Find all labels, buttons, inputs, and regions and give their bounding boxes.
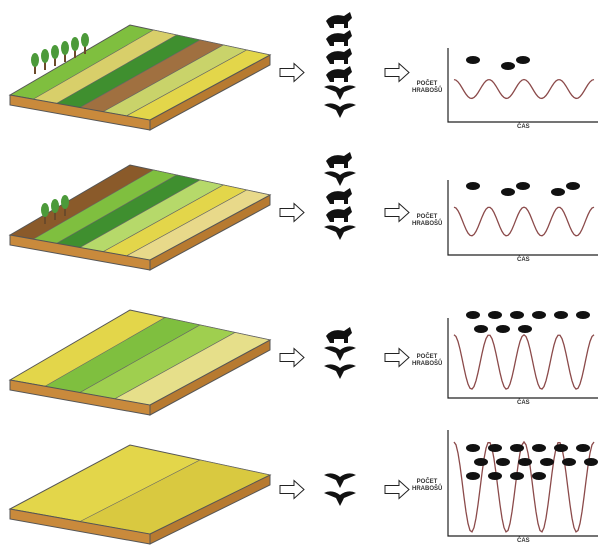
vole-icon [566,182,580,190]
vole-icon [554,311,568,319]
y-axis-label-line1: POČET [416,213,438,220]
y-axis-label-line1: POČET [416,354,438,360]
vole-icon [474,458,488,466]
vole-icon [540,458,554,466]
vole-icon [466,182,480,190]
y-axis-label-line2: HRABOŠŮ [412,361,443,367]
vole-icon [488,311,502,319]
vole-icon [466,311,480,319]
vole-population-curve [453,333,595,390]
vole-icon [496,325,510,333]
tree-crown [41,49,49,63]
vole-icon [488,472,502,480]
arrow-to-predators-icon [279,479,305,500]
kestrel-silhouette-icon [324,85,356,100]
vole-icon [518,325,532,333]
x-axis-label: ČAS [517,257,530,263]
monoculture-landscape [8,430,598,545]
vole-icon [576,444,590,452]
vole-icon [551,188,565,196]
tree-crown [51,199,59,213]
vole-icon [510,444,524,452]
vole-icon [466,56,480,64]
y-axis-label-line2: HRABOŠŮ [412,486,443,492]
marten-silhouette-icon [326,206,352,222]
tree-crown [61,195,69,209]
vole-icon [584,458,598,466]
tree-crown [61,41,69,55]
fox-silhouette-icon [326,48,352,64]
tree-crown [51,45,59,59]
graph-axes [447,180,598,256]
vole-icon [516,182,530,190]
kestrel-silhouette-icon [324,171,356,186]
soil-edge [149,474,271,545]
vole-icon [466,444,480,452]
arrow-to-predators-icon [279,347,305,368]
vole-icon [532,311,546,319]
vole-icon [516,56,530,64]
graph-axes [447,318,598,399]
x-axis-label: ČAS [517,538,530,544]
tree-crown [81,33,89,47]
vole-population-curve [453,206,595,237]
arrow-to-graph-icon [384,62,410,83]
vole-icon [466,472,480,480]
arrow-to-graph-icon [384,479,410,500]
arrow-to-graph-icon [384,202,410,223]
vole-icon [562,458,576,466]
vole-icon [474,325,488,333]
vole-population-curve [453,440,595,533]
vole-icon [510,472,524,480]
vole-icon [501,62,515,70]
y-axis-label-line1: POČET [416,81,438,87]
arrow-to-predators-icon [279,62,305,83]
soil-edge [149,194,271,271]
eagle-silhouette-icon [324,103,356,118]
arrow-to-predators-icon [279,202,305,223]
weasel-silhouette-icon [326,188,352,204]
mixed-fields-landscape [8,152,598,271]
soil-edge [149,339,271,416]
marten-silhouette-icon [326,30,352,46]
kestrel-silhouette-icon [324,346,356,361]
tree-crown [71,37,79,51]
fox-silhouette-icon [326,152,352,168]
mosaic-landscape [8,12,598,131]
y-axis-label-line2: HRABOŠŮ [412,220,443,227]
vole-icon [496,458,510,466]
owl-silhouette-icon [326,12,352,28]
buzzard-silhouette-icon [324,491,356,506]
vole-population-curve [453,78,595,100]
tree-crown [41,203,49,217]
vole-icon [488,444,502,452]
weasel-silhouette-icon [326,66,352,82]
buzzard-silhouette-icon [324,225,356,240]
vole-icon [532,472,546,480]
vole-icon [510,311,524,319]
kestrel-silhouette-icon [324,473,356,488]
y-axis-label-line2: HRABOŠŮ [412,88,443,94]
tree-crown [31,53,39,67]
vole-icon [576,311,590,319]
graph-axes [447,48,598,123]
x-axis-label: ČAS [517,400,530,406]
vole-icon [554,444,568,452]
soil-edge [149,54,271,131]
buzzard-silhouette-icon [324,364,356,379]
vole-icon [501,188,515,196]
large-fields-landscape [8,309,598,416]
graph-axes [447,430,598,537]
vole-icon [518,458,532,466]
fox-silhouette-icon [326,327,352,343]
arrow-to-graph-icon [384,347,410,368]
y-axis-label-line1: POČET [416,479,438,485]
vole-icon [532,444,546,452]
x-axis-label: ČAS [517,124,530,130]
